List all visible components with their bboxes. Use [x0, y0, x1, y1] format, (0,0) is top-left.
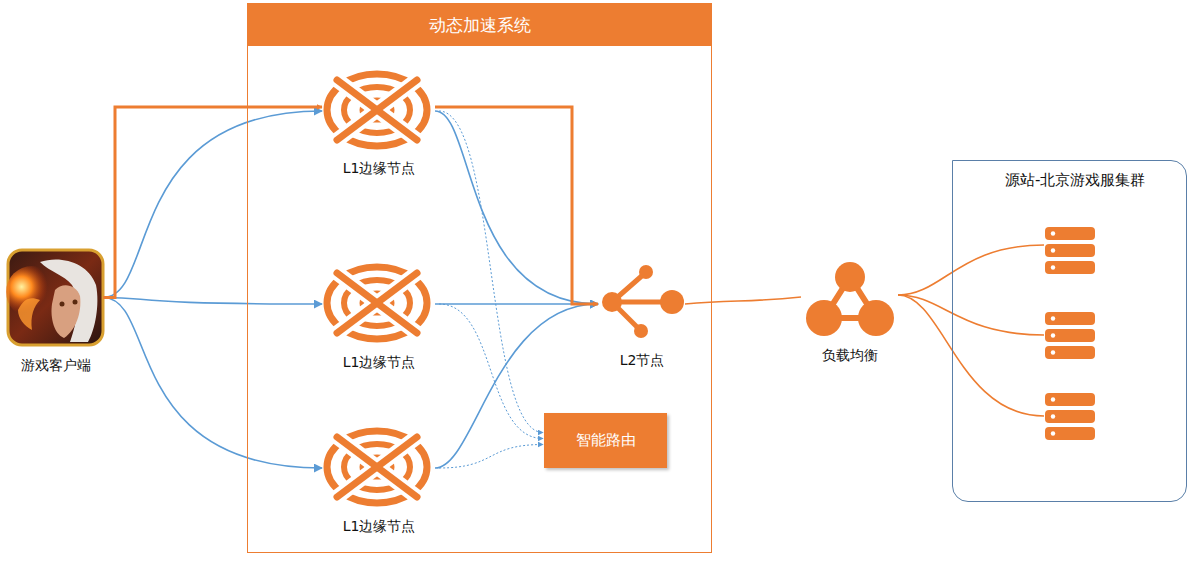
- origin-cluster: 源站-北京游戏服集群: [952, 160, 1187, 502]
- connector: [103, 298, 322, 305]
- connector: [439, 445, 543, 469]
- client-node: 游戏客户端: [8, 250, 103, 345]
- connector: [685, 297, 801, 304]
- node-label: L2节点: [620, 351, 665, 369]
- node-label: 游戏客户端: [21, 356, 91, 374]
- cluster-title: 源站-北京游戏服集群: [1005, 171, 1145, 190]
- connector: [439, 111, 543, 433]
- edge-node-icon: [327, 74, 427, 146]
- connector: [898, 295, 1044, 335]
- connector: [439, 304, 543, 439]
- node-label: 负载均衡: [822, 346, 878, 364]
- connector: [898, 295, 1044, 416]
- l2-node: L2节点: [599, 269, 685, 339]
- server-icon: [1045, 393, 1095, 440]
- group-header: 动态加速系统: [248, 4, 711, 46]
- edge-node: L1边缘节点: [323, 71, 435, 151]
- connector: [103, 107, 322, 298]
- box-label: 智能路由: [544, 413, 667, 468]
- routing-box: 智能路由: [544, 413, 667, 468]
- edge-node-icon: [327, 431, 427, 503]
- connector: [435, 107, 598, 304]
- connector: [898, 245, 1044, 295]
- connector: [435, 111, 598, 304]
- edge-node-icon: [327, 267, 427, 339]
- connector: [103, 298, 322, 469]
- server-icon: [1045, 312, 1095, 359]
- node-label: L1边缘节点: [343, 517, 416, 535]
- system-group: 动态加速系统 L1边缘节点 L1边缘节点 L1边缘节点 L2节点智能路由: [247, 3, 712, 553]
- load-balancer-icon: [806, 262, 894, 336]
- edge-node: L1边缘节点: [323, 428, 435, 508]
- connector: [103, 111, 322, 298]
- edge-node: L1边缘节点: [323, 264, 435, 344]
- node-label: L1边缘节点: [343, 159, 416, 177]
- client-icon: [6, 250, 103, 345]
- server-icon: [1045, 227, 1095, 274]
- load-balancer-node: 负载均衡: [802, 263, 898, 335]
- node-label: L1边缘节点: [343, 353, 416, 371]
- l2-node-icon: [602, 265, 684, 338]
